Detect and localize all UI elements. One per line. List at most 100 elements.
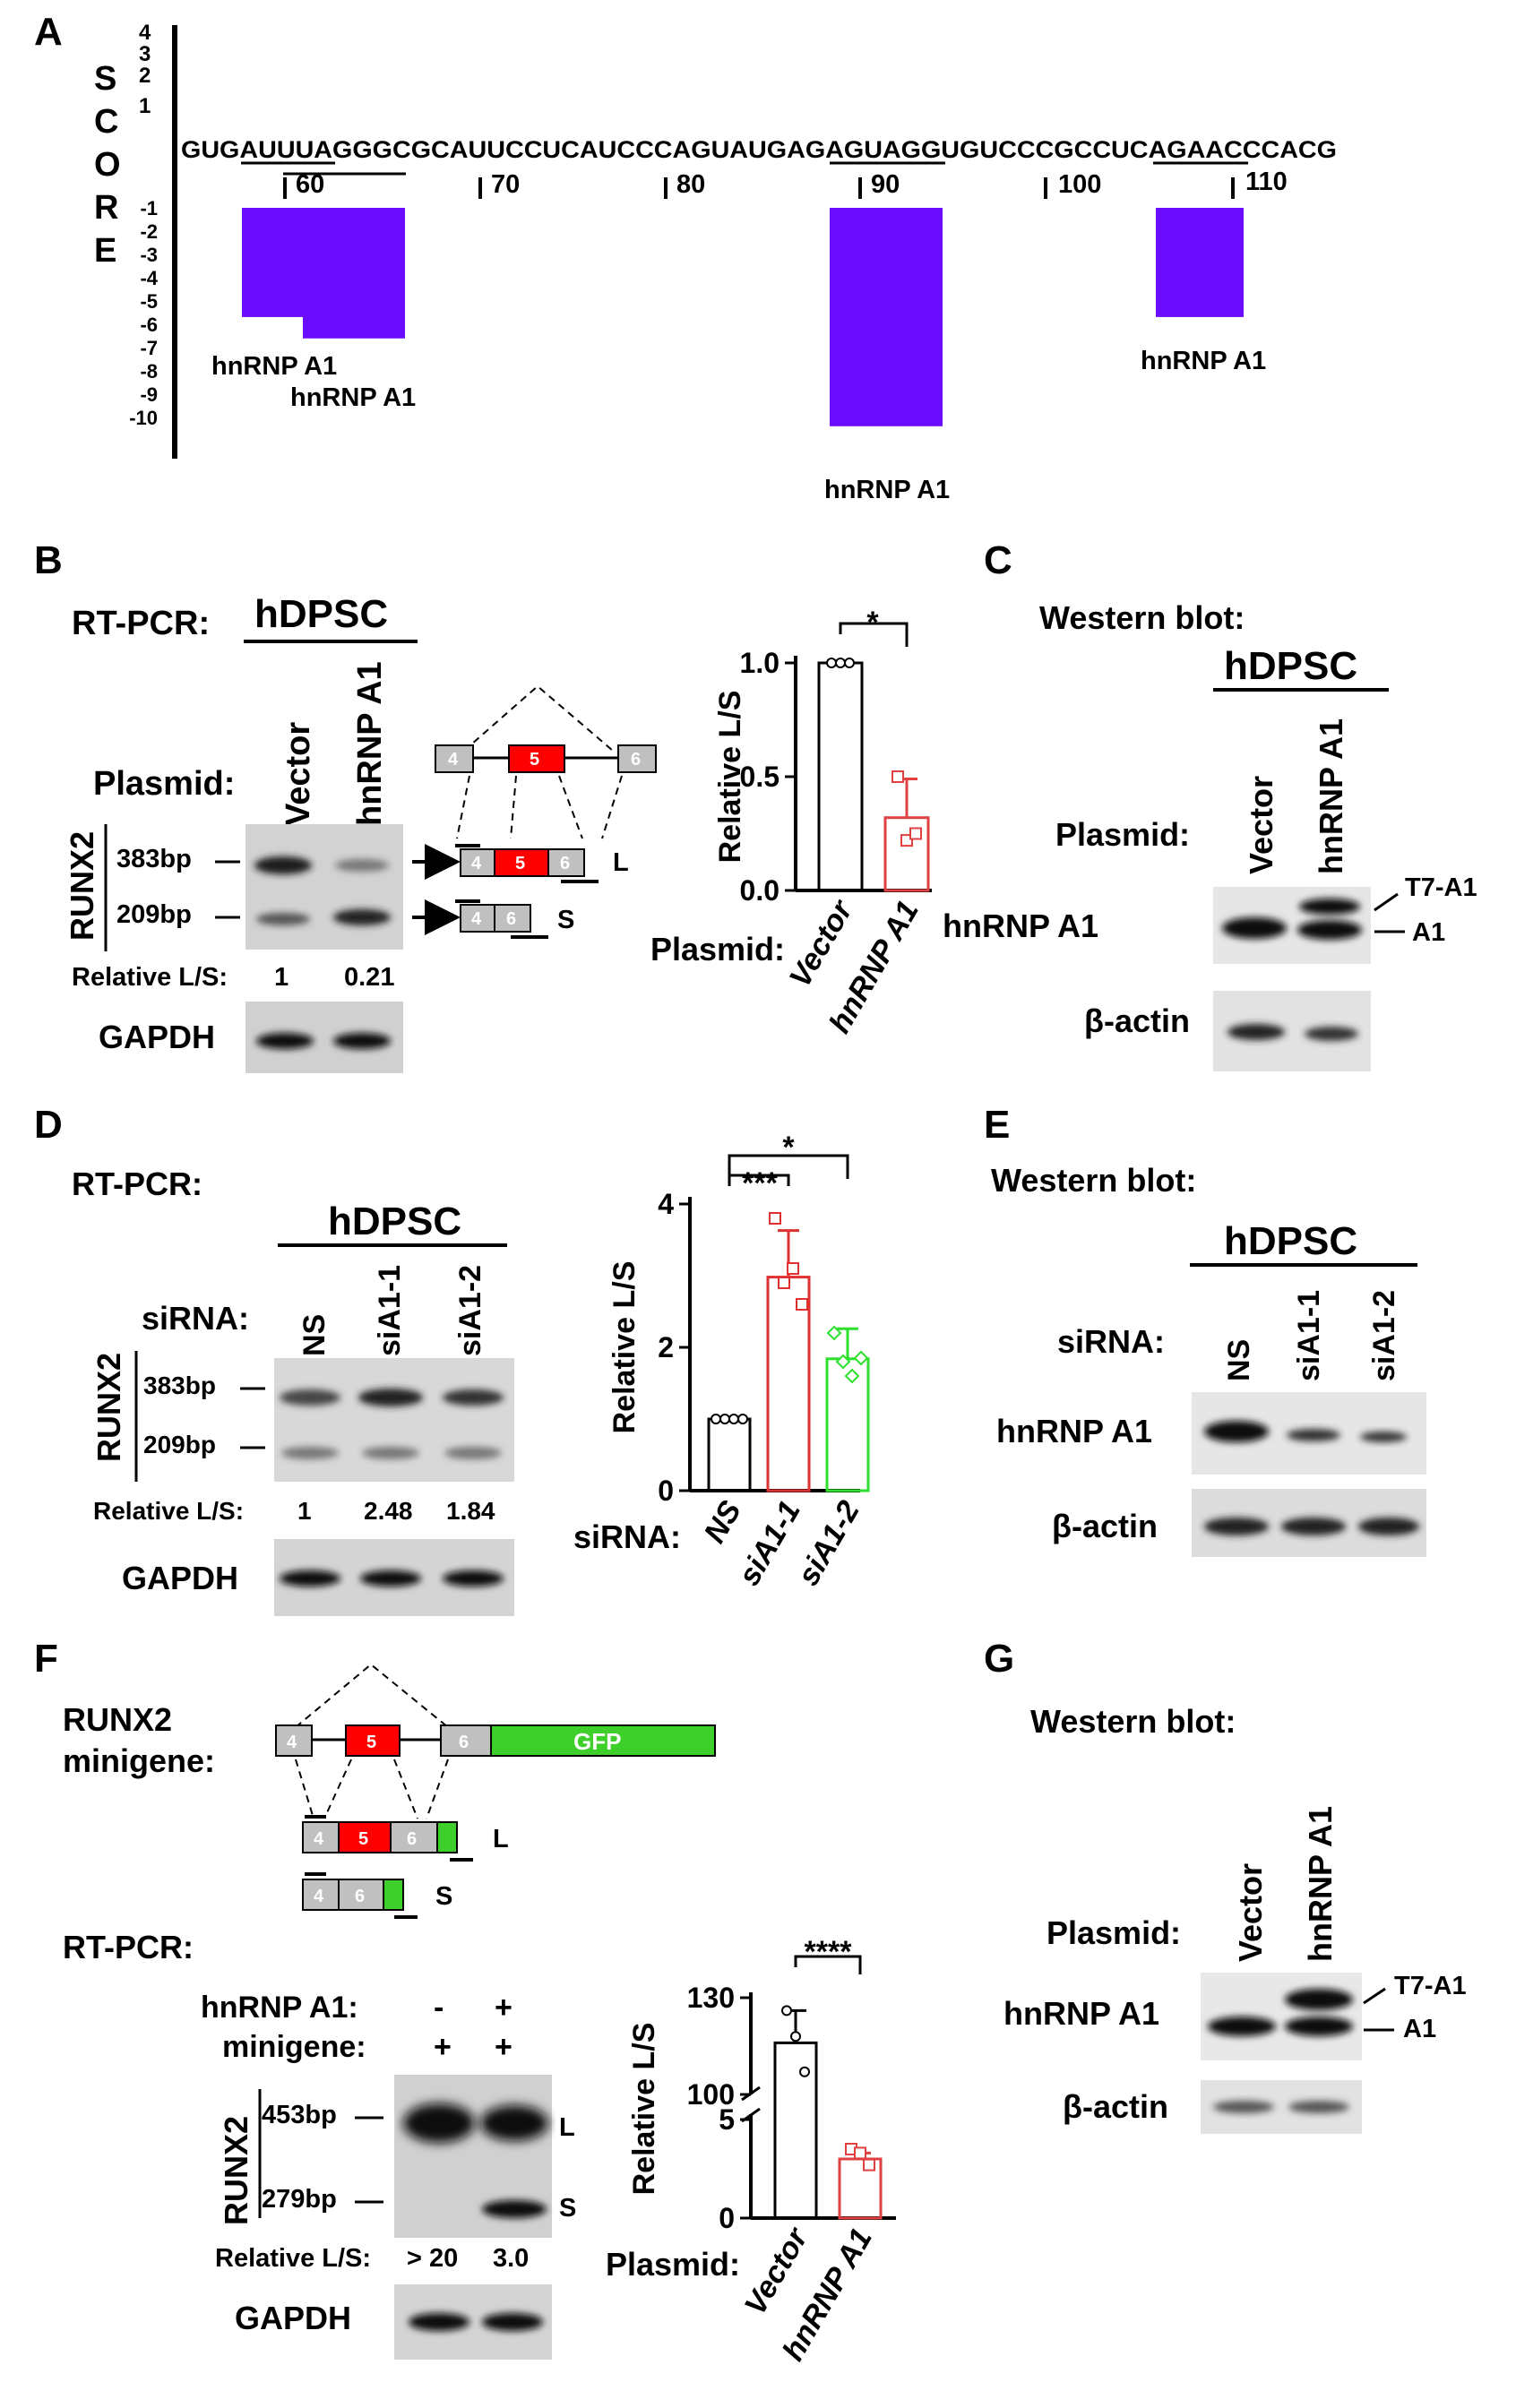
score-tick: -4: [140, 267, 158, 289]
tick: 1: [139, 94, 151, 118]
row-value: +: [495, 2030, 513, 2064]
significance-mark: *: [782, 1131, 795, 1165]
splice-schematic: 4 5 6 4 5 6 L 4 6 S: [412, 684, 657, 939]
cell-label: hDPSC: [1224, 644, 1357, 688]
data-point: [854, 2146, 866, 2160]
lane-label: hnRNP A1: [1302, 1806, 1339, 1962]
relative-label: Relative L/S:: [215, 2244, 371, 2273]
isoform-label: L: [559, 2113, 575, 2142]
data-point: [835, 1354, 851, 1370]
panel-e: E Western blot: hDPSC siRNA: NS siA1-1 s…: [984, 1103, 1426, 1557]
significance-bracket: [794, 1955, 862, 1974]
exon-number: 6: [407, 1829, 417, 1849]
exon-number: 4: [287, 1733, 297, 1752]
protein-label: hnRNP A1: [943, 907, 1098, 944]
exon-number: 6: [459, 1733, 469, 1752]
relative-value: > 20: [407, 2244, 458, 2273]
data-point: [778, 1277, 790, 1289]
position-60: 60: [296, 170, 324, 199]
row-value: +: [495, 1991, 513, 2025]
rna-sequence: GUGAUUUAGGGCGCAUUCCUCAUCCCAGUAUGAGAGUAGG…: [181, 136, 1337, 163]
relative-value: 3.0: [493, 2244, 529, 2273]
band-label: A1: [1412, 918, 1445, 947]
motif-score-bar: [303, 208, 405, 339]
data-point: [787, 1262, 799, 1275]
significance-bracket: [839, 622, 909, 647]
data-point: [835, 658, 846, 668]
band-label: A1: [1403, 2015, 1436, 2043]
score-tick: -5: [140, 290, 158, 313]
gfp-label: GFP: [573, 1728, 621, 1755]
data-point: [737, 1414, 748, 1424]
method-label: RT-PCR:: [72, 605, 210, 642]
score-tick: -1: [140, 197, 158, 219]
y-tick-label: 0: [658, 1475, 674, 1507]
exon-number: 6: [355, 1887, 365, 1906]
significance-mark: ****: [805, 1935, 853, 1969]
data-point: [719, 1414, 730, 1424]
band-size: 279bp: [262, 2185, 337, 2214]
significance-bracket: [728, 1154, 849, 1179]
row-value: -: [434, 1991, 444, 2025]
significance-mark: *: [866, 606, 879, 640]
panel-a: A S C O R E 4 3 2 1 -1-2-3-4-5-6-7-8-9-1…: [34, 10, 1337, 504]
isoform-label: S: [435, 1882, 452, 1911]
lane-label: NS: [297, 1314, 332, 1356]
method-label: Western blot:: [991, 1162, 1196, 1199]
score-tick: -2: [140, 220, 158, 243]
minigene-title: RUNX2: [63, 1701, 172, 1738]
panel-letter-c: C: [984, 538, 1012, 582]
y-tick-label: 0: [719, 2202, 735, 2234]
panel-c: C Western blot: hDPSC Plasmid: Vector hn…: [943, 538, 1477, 1071]
bar: [817, 661, 864, 892]
relative-value: 1: [274, 963, 289, 992]
position-110: 110: [1245, 168, 1288, 196]
lane-label: Vector: [280, 722, 317, 826]
panel-letter-g: G: [984, 1637, 1014, 1681]
position-markers: 60 70 80 90 100 110: [283, 168, 1288, 199]
band-size: 209bp: [143, 1431, 216, 1458]
exon-number: 5: [530, 750, 539, 770]
motif-labels: hnRNP A1 hnRNP A1 hnRNP A1 hnRNP A1: [211, 347, 1266, 504]
score-tick: -3: [140, 244, 158, 266]
exon-number: 4: [471, 854, 482, 873]
motif-score-bar: [1156, 208, 1244, 317]
gel-image: [245, 824, 403, 950]
relative-label: Relative L/S:: [93, 1497, 244, 1525]
data-point: [909, 827, 922, 840]
loading-label: GAPDH: [99, 1019, 215, 1055]
exon-number: 4: [314, 1829, 324, 1849]
data-point: [711, 1414, 721, 1424]
y-tick-label: 1.0: [740, 647, 780, 679]
method-label: RT-PCR:: [63, 1929, 194, 1965]
band-size: 453bp: [262, 2101, 337, 2129]
position-70: 70: [491, 170, 520, 199]
row-label: hnRNP A1:: [201, 1991, 358, 2025]
motif-score-bar: [242, 208, 303, 317]
data-point: [796, 1298, 808, 1311]
plasmid-label: Plasmid:: [93, 765, 235, 803]
exon-number: 6: [631, 750, 641, 770]
score-label: S C O R E: [94, 60, 121, 270]
panel-f: F RUNX2 minigene: 4 5 6 GFP 4 5 6 L 4 6 …: [34, 1637, 716, 2360]
relative-value: 0.21: [344, 963, 394, 992]
data-point: [853, 1350, 869, 1366]
data-point: [799, 2066, 810, 2077]
data-point: [790, 2031, 801, 2042]
row-value: +: [434, 2030, 452, 2064]
isoform-label: L: [613, 848, 629, 877]
bar: [707, 1417, 752, 1492]
score-tick: -10: [129, 407, 158, 429]
protein-label: hnRNP A1: [996, 1413, 1152, 1449]
motif-label: hnRNP A1: [290, 383, 416, 412]
panel-letter-b: B: [34, 538, 63, 582]
panel-letter-e: E: [984, 1103, 1010, 1147]
motif-score-bar: [830, 208, 943, 426]
sequence-row: GUGAUUUAGGGCGCAUUCCUCAUCCCAGUAUGAGAGUAGG…: [181, 136, 1337, 163]
band-label: T7-A1: [1405, 873, 1477, 902]
data-point: [844, 658, 855, 668]
tick: 4: [139, 21, 151, 45]
y-tick-label: 0.0: [740, 874, 780, 907]
lane-label: hnRNP A1: [351, 661, 389, 826]
